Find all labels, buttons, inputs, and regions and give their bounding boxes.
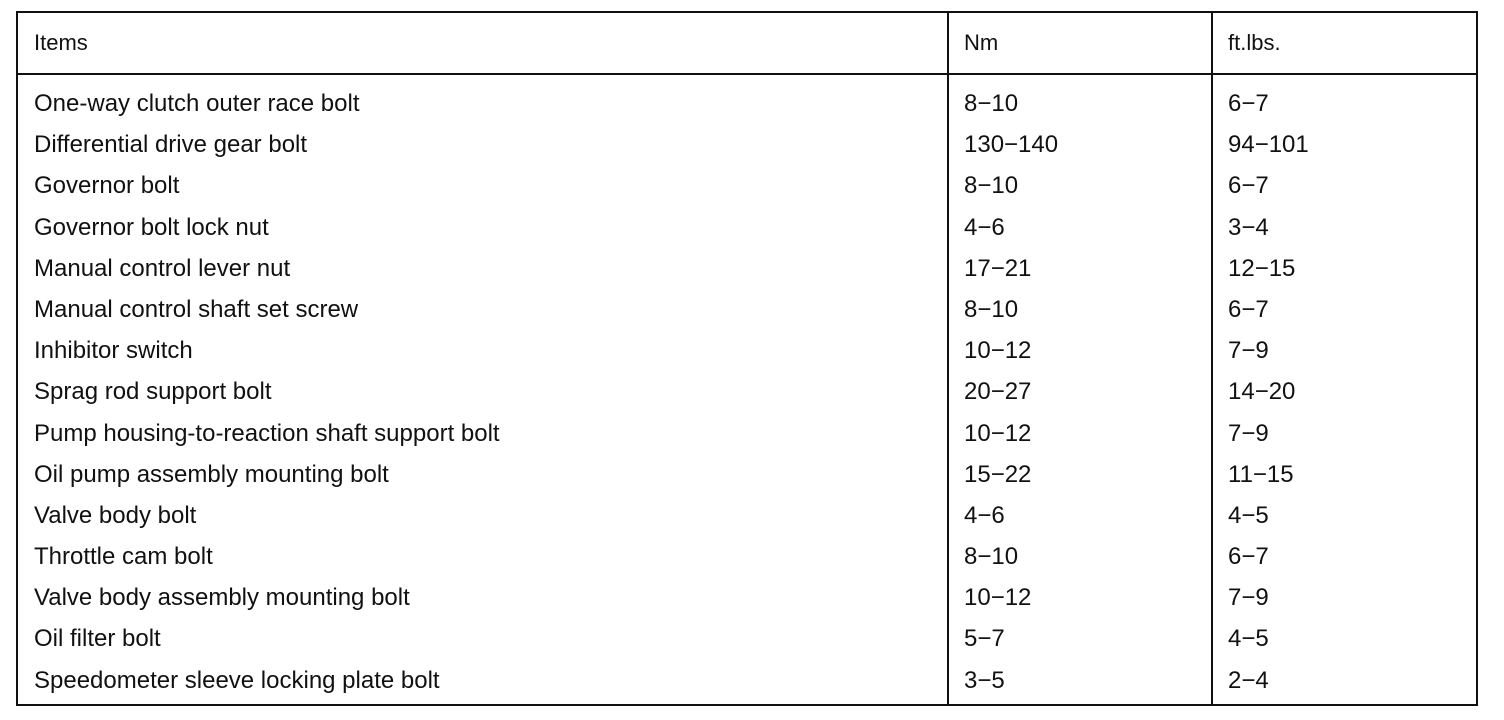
row-ftlbs: 7−9: [1228, 337, 1269, 365]
table-row: Manual control lever nut 17−21 12−15: [18, 248, 1476, 289]
header-items: Items: [34, 30, 88, 55]
row-nm: 10−12: [964, 584, 1032, 612]
row-item: Oil filter bolt: [34, 625, 161, 653]
row-ftlbs: 12−15: [1228, 254, 1296, 282]
table-row: Manual control shaft set screw 8−10 6−7: [18, 289, 1476, 330]
row-item: Governor bolt: [34, 172, 180, 200]
row-nm: 8−10: [964, 295, 1019, 323]
row-ftlbs: 14−20: [1228, 378, 1296, 406]
table-row: Inhibitor switch 10−12 7−9: [18, 330, 1476, 371]
row-item: Differential drive gear bolt: [34, 131, 308, 159]
row-item: Sprag rod support bolt: [34, 378, 272, 406]
row-ftlbs: 7−9: [1228, 584, 1269, 612]
row-nm: 10−12: [964, 337, 1032, 365]
row-ftlbs: 94−101: [1228, 131, 1309, 159]
row-ftlbs: 3−4: [1228, 213, 1269, 241]
row-item: One-way clutch outer race bolt: [34, 90, 360, 117]
table-row: Sprag rod support bolt 20−27 14−20: [18, 371, 1476, 412]
row-item: Manual control shaft set screw: [34, 295, 359, 323]
row-item: Pump housing-to-reaction shaft support b…: [34, 419, 500, 447]
table-row: Oil pump assembly mounting bolt 15−22 11…: [18, 454, 1476, 495]
row-item: Valve body bolt: [34, 501, 197, 529]
row-nm: 8−10: [964, 90, 1019, 117]
row-item: Speedometer sleeve locking plate bolt: [34, 666, 440, 694]
table-header-row: Items Nm ft.lbs.: [18, 13, 1476, 73]
header-nm: Nm: [964, 30, 999, 55]
row-item: Throttle cam bolt: [34, 543, 213, 571]
table-row: Oil filter bolt 5−7 4−5: [18, 618, 1476, 659]
table-body: One-way clutch outer race bolt 8−10 6−7 …: [18, 83, 1476, 701]
table-row: Governor bolt 8−10 6−7: [18, 165, 1476, 206]
row-item: Valve body assembly mounting bolt: [34, 584, 410, 612]
torque-spec-table: Items Nm ft.lbs. One-way clutch outer ra…: [16, 11, 1478, 706]
row-nm: 3−5: [964, 666, 1005, 694]
row-nm: 8−10: [964, 543, 1019, 571]
row-ftlbs: 7−9: [1228, 419, 1269, 447]
row-item: Manual control lever nut: [34, 254, 291, 282]
row-ftlbs: 4−5: [1228, 501, 1269, 529]
row-item: Governor bolt lock nut: [34, 213, 269, 241]
table-row: Governor bolt lock nut 4−6 3−4: [18, 207, 1476, 248]
row-nm: 15−22: [964, 460, 1032, 488]
table-row: Pump housing-to-reaction shaft support b…: [18, 413, 1476, 454]
row-nm: 4−6: [964, 213, 1005, 241]
row-ftlbs: 4−5: [1228, 625, 1269, 653]
table-row: Valve body assembly mounting bolt 10−12 …: [18, 577, 1476, 618]
table-row: Differential drive gear bolt 130−140 94−…: [18, 124, 1476, 165]
row-ftlbs: 11−15: [1228, 460, 1294, 488]
row-ftlbs: 6−7: [1228, 543, 1269, 571]
row-nm: 10−12: [964, 419, 1032, 447]
column-divider-nm: [947, 13, 949, 704]
column-divider-ftlbs: [1211, 13, 1213, 704]
row-ftlbs: 6−7: [1228, 90, 1269, 117]
row-ftlbs: 2−4: [1228, 666, 1269, 694]
table-row: Throttle cam bolt 8−10 6−7: [18, 536, 1476, 577]
row-ftlbs: 6−7: [1228, 295, 1269, 323]
table-row: Valve body bolt 4−6 4−5: [18, 495, 1476, 536]
header-divider: [18, 73, 1476, 75]
row-nm: 8−10: [964, 172, 1019, 200]
row-nm: 17−21: [964, 254, 1032, 282]
row-ftlbs: 6−7: [1228, 172, 1269, 200]
table-row: Speedometer sleeve locking plate bolt 3−…: [18, 660, 1476, 701]
row-nm: 4−6: [964, 501, 1005, 529]
header-ftlbs: ft.lbs.: [1228, 30, 1281, 55]
table-row: One-way clutch outer race bolt 8−10 6−7: [18, 83, 1476, 124]
row-item: Inhibitor switch: [34, 337, 193, 365]
row-nm: 5−7: [964, 625, 1005, 653]
row-item: Oil pump assembly mounting bolt: [34, 460, 389, 488]
row-nm: 20−27: [964, 378, 1032, 406]
row-nm: 130−140: [964, 131, 1059, 159]
